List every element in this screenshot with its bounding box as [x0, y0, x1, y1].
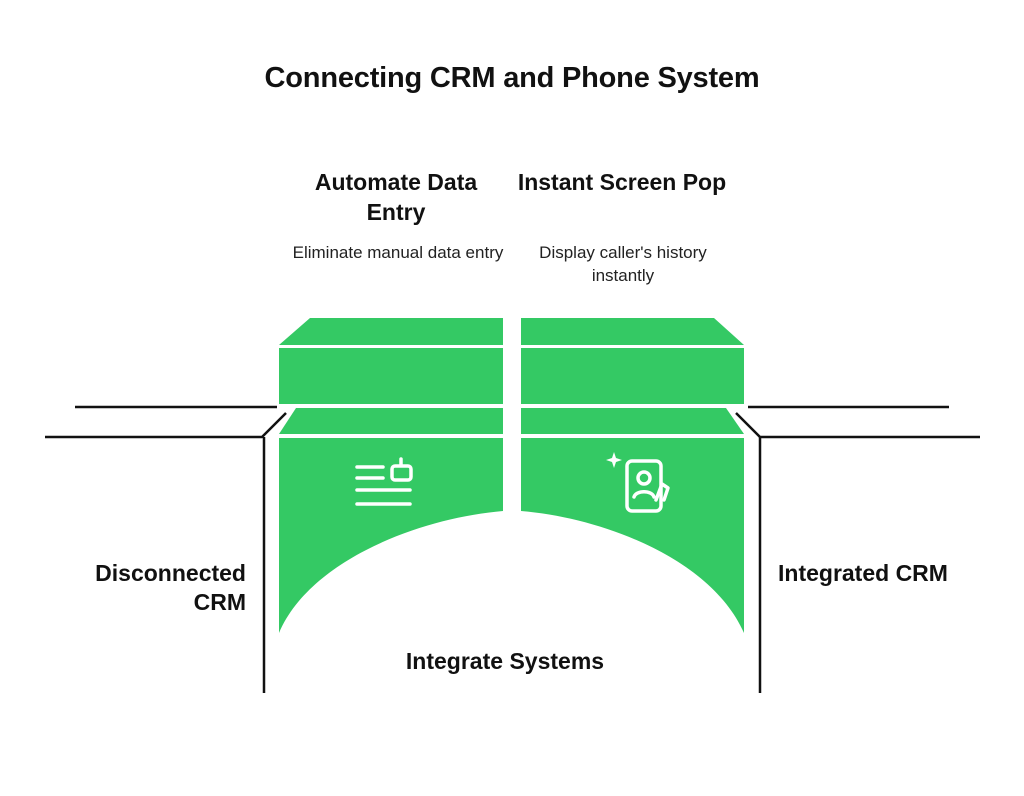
- step-1-heading: Automate Data Entry: [314, 169, 478, 225]
- arch-left-block: [279, 438, 503, 633]
- deck-right-top: [521, 318, 744, 345]
- right-label: Integrated CRM: [778, 560, 948, 586]
- robot-eyes: [395, 471, 408, 475]
- left-lower-line: [45, 412, 287, 439]
- left-label: Disconnected CRM: [95, 560, 246, 615]
- arch-right-block: [521, 438, 744, 633]
- bridge-deck: [279, 318, 744, 404]
- deck-right-front: [521, 348, 744, 404]
- deck-left-front: [279, 348, 503, 404]
- robot-form-icon: [355, 457, 413, 506]
- sparkle-icon: [606, 452, 622, 468]
- step-1-description: Eliminate manual data entry: [292, 243, 504, 262]
- deck-left-top: [279, 318, 503, 345]
- phone-contact-icon: [625, 459, 670, 513]
- right-lower-line: [735, 412, 980, 439]
- bridge-arch: [279, 408, 744, 633]
- bank-lines: [45, 405, 980, 693]
- arch-left-top: [279, 408, 503, 434]
- step-2-heading: Instant Screen Pop: [517, 169, 727, 195]
- arch-right-top: [521, 408, 744, 434]
- bottom-label: Integrate Systems: [405, 648, 605, 674]
- diagram-title: Connecting CRM and Phone System: [264, 62, 760, 94]
- step-2-description: Display caller's history instantly: [539, 243, 707, 285]
